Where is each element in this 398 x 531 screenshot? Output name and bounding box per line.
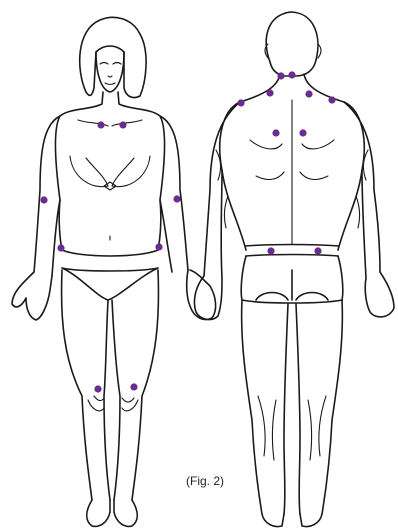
front-knees — [88, 396, 138, 411]
tender-points — [40, 71, 335, 392]
front-neck — [60, 92, 160, 116]
front-briefs — [62, 250, 158, 300]
point-front-hip-right — [155, 243, 162, 250]
front-face — [96, 52, 124, 92]
back-head — [266, 12, 318, 76]
point-front-elbow-right — [173, 195, 180, 202]
back-right-hand — [365, 272, 394, 317]
front-figure — [12, 17, 216, 526]
point-back-lower-left — [267, 247, 274, 254]
point-back-lower-right — [314, 247, 321, 254]
front-right-hand — [187, 270, 216, 320]
point-back-scapula-left — [272, 129, 279, 136]
front-feet — [87, 500, 138, 526]
back-feet — [262, 514, 322, 527]
point-back-trapezius-left — [266, 89, 273, 96]
point-front-upper-chest-left — [97, 121, 104, 128]
point-back-shoulder-left — [237, 99, 244, 106]
point-front-elbow-left — [40, 196, 47, 203]
back-waistband — [246, 245, 338, 257]
point-front-upper-chest-right — [119, 121, 126, 128]
point-back-neck-left — [277, 72, 284, 79]
figure-caption: (Fig. 2) — [186, 474, 224, 488]
point-back-neck-right — [288, 71, 295, 78]
point-back-scapula-right — [299, 129, 306, 136]
front-legs — [62, 270, 159, 500]
front-left-hand — [12, 272, 52, 320]
back-left-hand — [194, 276, 222, 319]
front-collarbones — [78, 120, 142, 126]
front-torso — [55, 116, 164, 250]
point-front-knee-left — [94, 385, 101, 392]
point-front-knee-right — [130, 383, 137, 390]
front-hair — [80, 17, 146, 97]
back-shoulder-blades — [250, 100, 334, 244]
point-back-shoulder-right — [328, 96, 335, 103]
back-shorts — [241, 256, 343, 303]
point-back-trapezius-right — [305, 90, 312, 97]
front-bra — [70, 156, 150, 190]
back-calf-muscles — [258, 396, 326, 460]
front-eyes — [100, 63, 121, 85]
back-figure — [194, 12, 394, 527]
point-front-hip-left — [57, 244, 64, 251]
back-legs — [242, 300, 343, 514]
